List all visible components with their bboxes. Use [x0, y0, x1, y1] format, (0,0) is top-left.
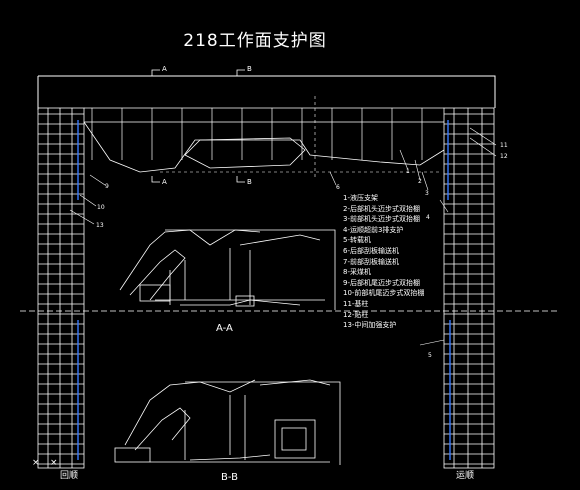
- callout-5: 5: [428, 352, 432, 359]
- legend-item: 3-前部机头迈步式双抬棚: [343, 215, 420, 224]
- road-label-right: 运顺: [456, 471, 475, 481]
- road-label-left: 回顺: [60, 471, 79, 481]
- corner-x-left: ×: [32, 458, 40, 468]
- legend-item: 1-液压支架: [343, 194, 378, 202]
- legend-item: 6-后部刮板输送机: [343, 246, 399, 255]
- section-label-aa: A-A: [216, 323, 233, 334]
- marker-b-top: B: [247, 65, 252, 73]
- section-bb-drawing: [114, 379, 341, 465]
- callout-4: 4: [426, 214, 430, 221]
- drawing-title: 218工作面支护图: [183, 31, 327, 51]
- blue-posts: [77, 120, 451, 460]
- legend-item: 7-前部刮板输送机: [343, 257, 399, 266]
- marker-a-top: A: [162, 65, 167, 73]
- corner-x-right: ×: [50, 458, 58, 468]
- callout-9: 9: [105, 183, 109, 190]
- section-arrows: [151, 69, 245, 183]
- callout-10: 10: [97, 204, 105, 211]
- right-gateway: [443, 107, 495, 469]
- legend-item: 11-基柱: [343, 299, 369, 308]
- legend-item: 12-贴柱: [343, 310, 369, 319]
- legend-item: 8-采煤机: [343, 268, 371, 277]
- callout-3: 3: [425, 190, 429, 197]
- marker-b-bottom: B: [247, 178, 252, 186]
- legend-item: 10-前部机尾迈步式双抬棚: [343, 289, 425, 298]
- legend-item: 9-后部机尾迈步式双抬棚: [343, 278, 420, 287]
- section-label-bb: B-B: [221, 472, 238, 483]
- face-dividers: [91, 108, 423, 160]
- callout-2: 2: [418, 178, 422, 185]
- marker-a-bottom: A: [162, 178, 167, 186]
- callout-11: 11: [500, 142, 508, 149]
- leader-lines: [69, 127, 497, 346]
- left-gateway-rungs: [38, 113, 84, 465]
- legend-item: 5-转载机: [343, 236, 371, 245]
- right-gateway-rungs: [444, 113, 494, 465]
- callout-1: 1: [406, 168, 410, 175]
- callout-6: 6: [336, 184, 340, 191]
- left-gateway: [37, 107, 85, 469]
- section-aa-drawing: [119, 229, 336, 310]
- outer-frame: [37, 75, 496, 110]
- face-supports: [83, 107, 445, 173]
- callout-13: 13: [96, 222, 104, 229]
- legend: 1-液压支架 2-后部机头迈步式双抬棚 3-前部机头迈步式双抬棚 4-运顺超前3…: [343, 193, 424, 331]
- legend-item: 13-中间加强支护: [343, 321, 397, 330]
- legend-item: 2-后部机头迈步式双抬棚: [343, 204, 420, 213]
- callout-12: 12: [500, 153, 508, 160]
- legend-item: 4-运顺超前3排支护: [343, 225, 404, 234]
